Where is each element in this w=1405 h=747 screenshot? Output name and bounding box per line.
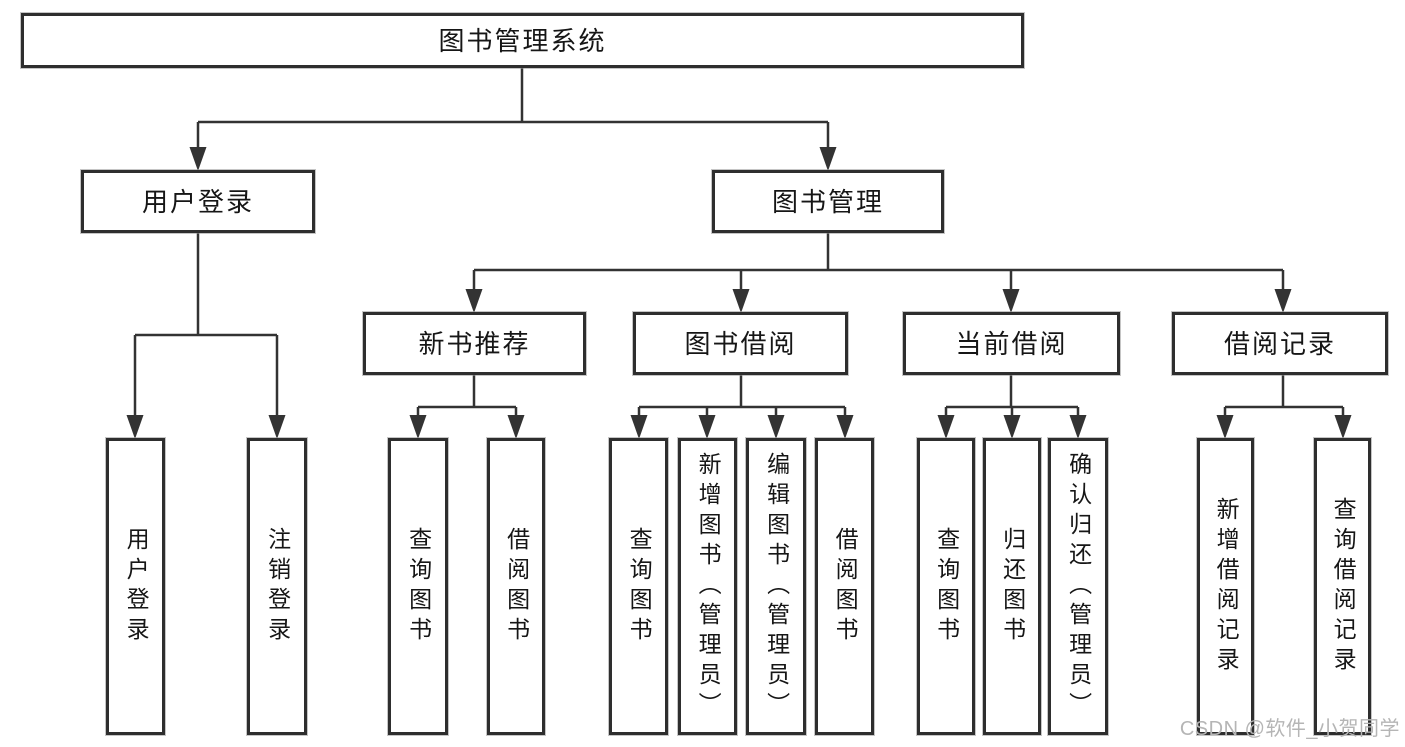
node-book-management: 图书管理 (712, 170, 944, 233)
node-current-borrow-label: 当前借阅 (955, 328, 1068, 359)
leaf-user-login: 用户登录 (106, 438, 165, 735)
leaf-borrow-book: 借阅图书 (815, 438, 874, 735)
leaf-query-borrow-record: 查询借阅记录 (1314, 438, 1371, 735)
leaf-borrow-add-admin-label: 新增图书（管理员） (695, 451, 722, 722)
leaf-query-borrow-record-label: 查询借阅记录 (1330, 496, 1357, 677)
leaf-borrow-query: 查询图书 (609, 438, 668, 735)
leaf-logout: 注销登录 (247, 438, 307, 735)
node-borrow-records-label: 借阅记录 (1223, 328, 1336, 359)
leaf-confirm-return-admin-label: 确认归还（管理员） (1065, 451, 1092, 722)
node-current-borrow: 当前借阅 (903, 312, 1120, 375)
leaf-return-book-label: 归还图书 (999, 526, 1026, 647)
leaf-current-query-label: 查询图书 (933, 526, 960, 647)
leaf-logout-label: 注销登录 (264, 526, 291, 647)
node-user-login: 用户登录 (81, 170, 315, 233)
leaf-confirm-return-admin: 确认归还（管理员） (1048, 438, 1108, 735)
leaf-borrow-book-label: 借阅图书 (832, 526, 859, 647)
node-book-management-label: 图书管理 (771, 186, 884, 217)
leaf-borrow-add-admin: 新增图书（管理员） (678, 438, 737, 735)
leaf-borrow-edit-admin: 编辑图书（管理员） (746, 438, 806, 735)
leaf-current-query: 查询图书 (917, 438, 975, 735)
node-borrow-records: 借阅记录 (1172, 312, 1388, 375)
node-new-book-recommend-label: 新书推荐 (418, 328, 531, 359)
leaf-newbooks-borrow-label: 借阅图书 (503, 526, 530, 647)
node-user-login-label: 用户登录 (141, 186, 254, 217)
leaf-borrow-query-label: 查询图书 (626, 526, 653, 647)
node-new-book-recommend: 新书推荐 (363, 312, 586, 375)
node-root: 图书管理系统 (21, 13, 1024, 68)
leaf-return-book: 归还图书 (983, 438, 1041, 735)
node-book-borrow: 图书借阅 (633, 312, 848, 375)
leaf-newbooks-query: 查询图书 (388, 438, 448, 735)
leaf-borrow-edit-admin-label: 编辑图书（管理员） (763, 451, 790, 722)
leaf-newbooks-query-label: 查询图书 (405, 526, 432, 647)
node-book-borrow-label: 图书借阅 (684, 328, 797, 359)
leaf-newbooks-borrow: 借阅图书 (487, 438, 545, 735)
node-root-label: 图书管理系统 (438, 25, 607, 56)
leaf-user-login-label: 用户登录 (123, 526, 150, 647)
leaf-add-borrow-record-label: 新增借阅记录 (1213, 496, 1240, 677)
csdn-watermark: CSDN @软件_小贺同学 (1179, 718, 1400, 740)
leaf-add-borrow-record: 新增借阅记录 (1197, 438, 1254, 735)
